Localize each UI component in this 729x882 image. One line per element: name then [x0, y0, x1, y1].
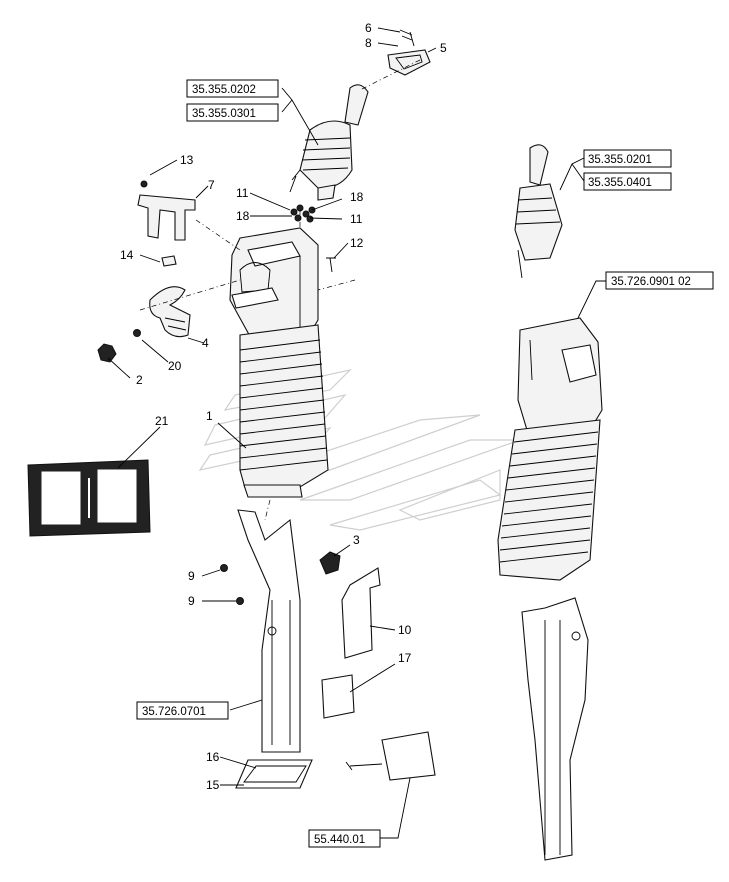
callout-8: 8: [365, 36, 372, 50]
callout-20: 20: [168, 359, 182, 373]
callout-15: 15: [206, 778, 220, 792]
nut-9b: [236, 597, 244, 605]
joystick-handle-right: [514, 144, 563, 279]
label-box: [583, 172, 672, 191]
callout-21: 21: [155, 414, 169, 428]
part-code-55-440-01: 55.440.01: [314, 834, 365, 846]
part-code-35-355-0202: 35.355.0202: [192, 84, 256, 96]
label-box: [605, 271, 714, 290]
callout-1: 1: [206, 409, 213, 423]
callout-3: 3: [353, 533, 360, 547]
callout-14: 14: [120, 248, 134, 262]
part-code-35-726-0901-02: 35.726.0901 02: [611, 276, 691, 288]
callout-numbers: 6 8 5 13 7 11 18 18 11 12 14 4 2 20 1 21…: [120, 21, 447, 792]
callout-4: 4: [202, 336, 209, 350]
callout-12: 12: [350, 236, 364, 250]
part-code-labels: 35.355.0202 35.355.0301 35.355.0201 35.3…: [136, 79, 714, 848]
callout-18: 18: [236, 209, 250, 223]
hardware-11-18: [290, 204, 316, 223]
bracket-7: [137, 180, 196, 241]
joystick-handle-left: [289, 84, 369, 201]
gasket-21: [27, 459, 151, 537]
pad-17: [321, 674, 355, 719]
knob-2: [97, 343, 117, 363]
armrest-4: [133, 286, 191, 338]
label-box: [136, 701, 229, 720]
bellows-1: [239, 324, 329, 498]
nut-9a: [220, 564, 228, 572]
part-code-35-355-0401: 35.355.0401: [588, 177, 652, 189]
callout-2: 2: [136, 373, 143, 387]
base-plate: [235, 759, 313, 789]
clip-14: [161, 255, 177, 267]
callout-6: 6: [365, 21, 372, 35]
part-code-35-726-0701: 35.726.0701: [142, 706, 206, 718]
callout-13: 13: [180, 153, 194, 167]
callout-7: 7: [208, 178, 215, 192]
callout-9: 9: [188, 569, 195, 583]
label-box: [308, 829, 381, 848]
label-box: [583, 149, 672, 168]
console-housing-right: [517, 317, 603, 441]
part-code-35-355-0301: 35.355.0301: [192, 108, 256, 120]
support-column-right: [521, 597, 589, 861]
callout-9: 9: [188, 594, 195, 608]
bellows-right: [497, 419, 601, 581]
callout-18: 18: [350, 190, 364, 204]
bolt-3: [319, 551, 341, 575]
label-box: [186, 103, 279, 122]
module-55-440-01: [345, 731, 436, 781]
callout-11: 11: [350, 212, 363, 226]
part-code-35-355-0201: 35.355.0201: [588, 154, 652, 166]
cover-10: [341, 567, 381, 659]
label-box: [186, 79, 279, 98]
callout-5: 5: [440, 41, 447, 55]
console-housing: [229, 227, 319, 351]
callout-17: 17: [398, 651, 412, 665]
callout-10: 10: [398, 623, 412, 637]
screw-12: [326, 257, 336, 273]
cover-plate-5: [387, 29, 431, 76]
support-column-left: [237, 509, 301, 753]
callout-16: 16: [206, 750, 220, 764]
callout-11: 11: [236, 186, 249, 200]
